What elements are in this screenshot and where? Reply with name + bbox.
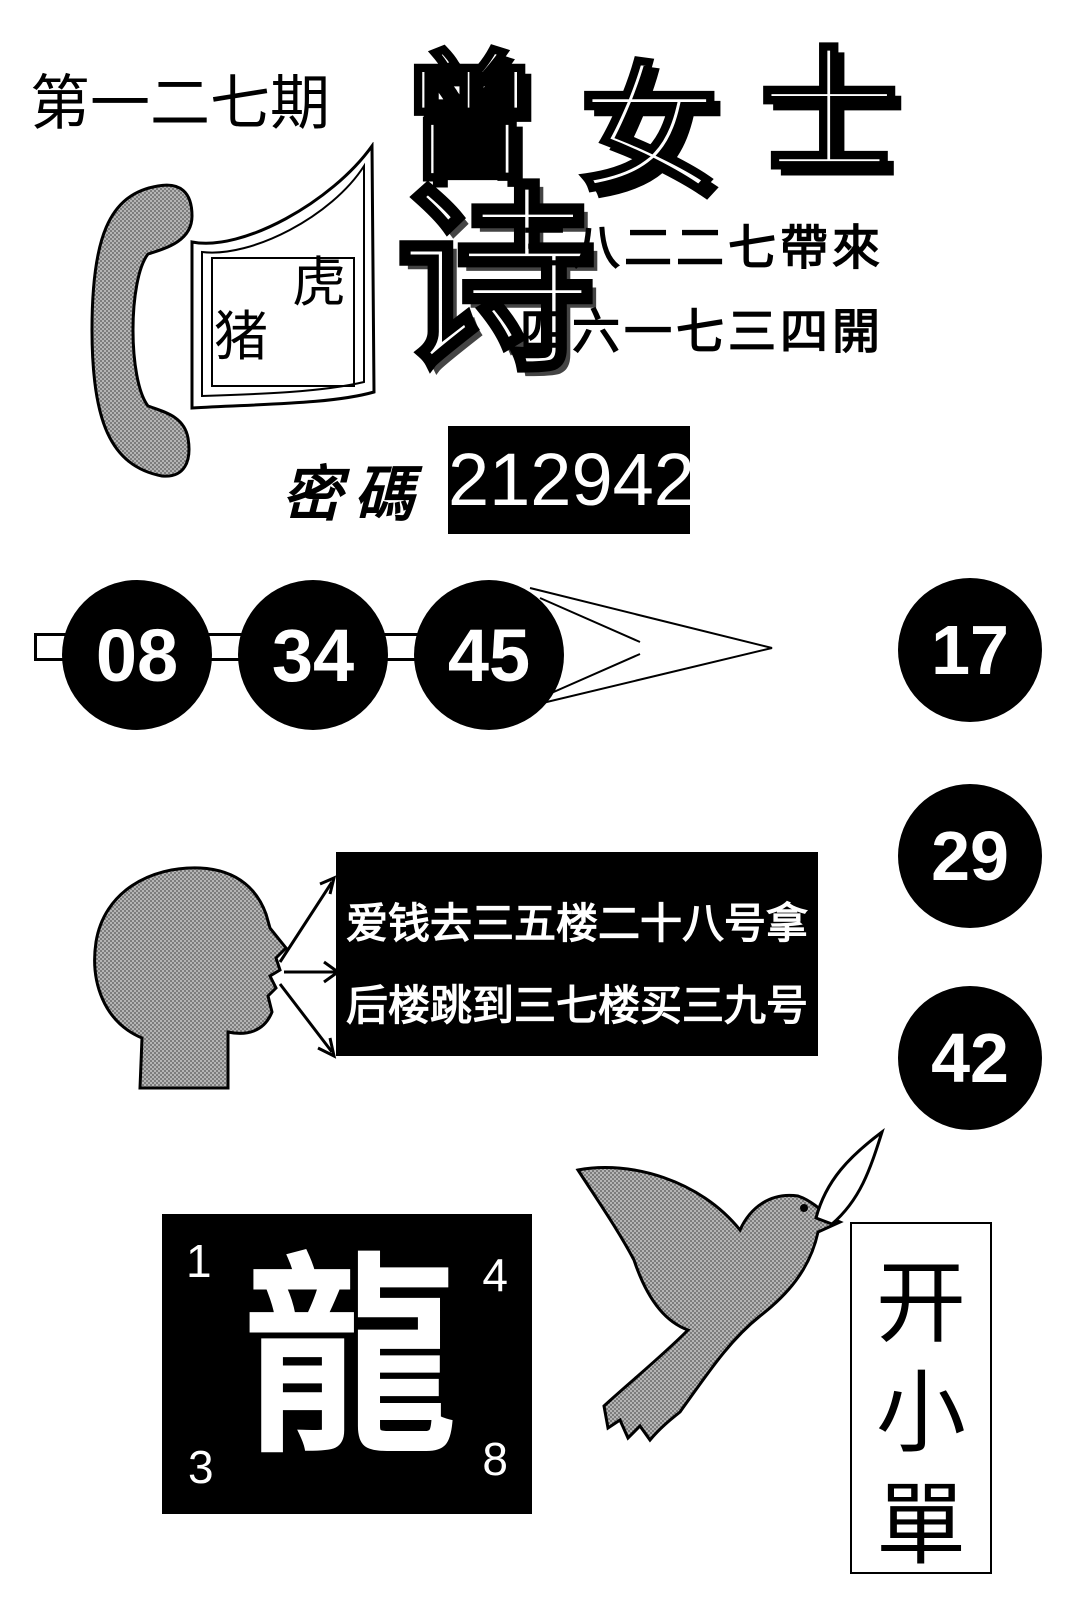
ball-row-1: 08: [62, 580, 212, 730]
speaking-head-icon: [93, 866, 340, 1090]
dragon-box: 1 4 3 8 龍: [162, 1214, 532, 1514]
note-card: [190, 142, 376, 410]
secret-code-label: 密碼: [282, 460, 426, 530]
dove-icon: [575, 1127, 885, 1443]
brand-char-2: 女: [578, 46, 720, 213]
ball-row-2: 34: [238, 580, 388, 730]
brand-char-3: 士: [758, 30, 900, 197]
ball-right-1: 17: [898, 578, 1042, 722]
poem-line-1: 三八二二七帶來: [520, 220, 885, 276]
ball-right-2: 29: [898, 784, 1042, 928]
poem-line-2: 四六一七三四開: [520, 304, 885, 360]
dragon-corner-bottom-right: 8: [482, 1433, 508, 1485]
note-text-tiger: 虎: [292, 251, 346, 314]
tip-char-1: 开: [876, 1251, 966, 1356]
tip-box: 开 小 單: [850, 1222, 992, 1578]
dragon-corner-top-left: 1: [186, 1235, 212, 1287]
brand-title: 曾 女 士: [390, 6, 950, 213]
speech-box: 爱钱去三五楼二十八号拿 后楼跳到三七楼买三九号: [336, 852, 818, 1056]
dragon-char: 龍: [244, 1233, 456, 1482]
phone-handset-icon: [90, 183, 194, 478]
dragon-corner-top-right: 4: [482, 1249, 508, 1301]
tip-char-2: 小: [876, 1361, 966, 1466]
dragon-corner-bottom-left: 3: [188, 1441, 214, 1493]
ball-right-3: 42: [898, 986, 1042, 1130]
ball-row-3: 45: [414, 580, 564, 730]
speech-line-2: 后楼跳到三七楼买三九号: [346, 981, 809, 1030]
speech-line-1: 爱钱去三五楼二十八号拿: [346, 899, 809, 948]
note-text-pig: 猪: [214, 305, 268, 368]
brand-char-1: 曾: [398, 34, 540, 201]
issue-number: 第一二七期: [30, 69, 330, 139]
secret-code-value: 212942: [448, 426, 695, 534]
tip-char-3: 單: [876, 1473, 966, 1578]
arrow-head-icon: [529, 587, 773, 707]
poem-title-char: 诗: [393, 164, 598, 399]
